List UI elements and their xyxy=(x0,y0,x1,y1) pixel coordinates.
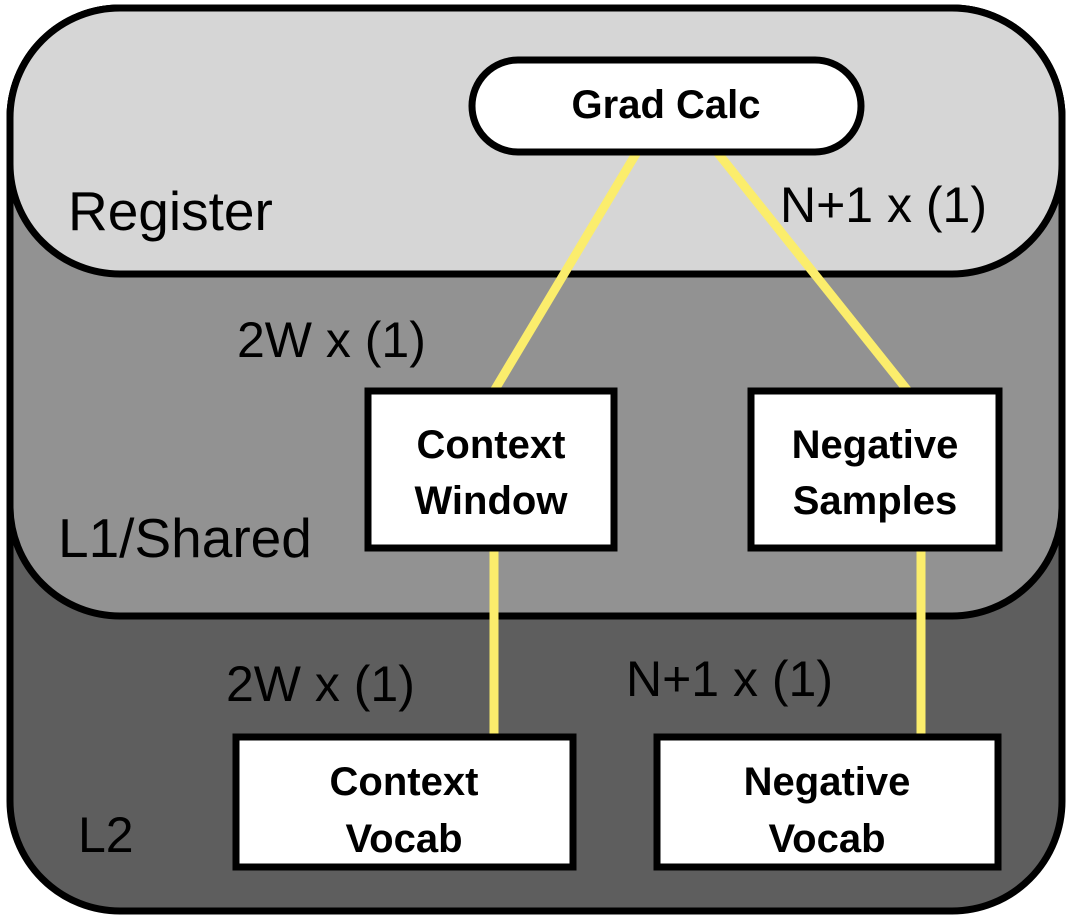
context-vocab-label-line1: Context xyxy=(330,760,479,804)
context-vocab-node: Context Vocab xyxy=(232,733,577,871)
connector-grad-to-negative-samples xyxy=(713,149,912,394)
context-window-label-line2: Window xyxy=(415,479,569,523)
edge-label-negative-to-vocab: N+1 x (1) xyxy=(626,651,833,707)
connector-grad-to-context-window xyxy=(490,149,641,394)
edge-label-grad-to-context: 2W x (1) xyxy=(237,312,426,368)
edge-label-grad-to-negative: N+1 x (1) xyxy=(780,177,987,233)
negative-samples-label-line1: Negative xyxy=(792,423,959,467)
negative-samples-node: Negative Samples xyxy=(747,387,1003,552)
grad-calc-node: Grad Calc xyxy=(468,56,865,156)
edge-label-context-to-vocab: 2W x (1) xyxy=(226,656,415,712)
negative-vocab-label-line2: Vocab xyxy=(768,817,885,861)
context-window-node: Context Window xyxy=(364,387,618,552)
register-label: Register xyxy=(68,180,273,242)
negative-samples-label-line2: Samples xyxy=(793,479,958,523)
grad-calc-label: Grad Calc xyxy=(572,83,761,127)
l2-label: L2 xyxy=(78,807,134,863)
connectors xyxy=(489,149,926,737)
negative-vocab-label-line1: Negative xyxy=(744,760,911,804)
l1-shared-label: L1/Shared xyxy=(58,507,312,569)
context-window-label-line1: Context xyxy=(417,423,566,467)
context-vocab-label-line2: Vocab xyxy=(345,817,462,861)
negative-vocab-node: Negative Vocab xyxy=(653,733,1002,871)
